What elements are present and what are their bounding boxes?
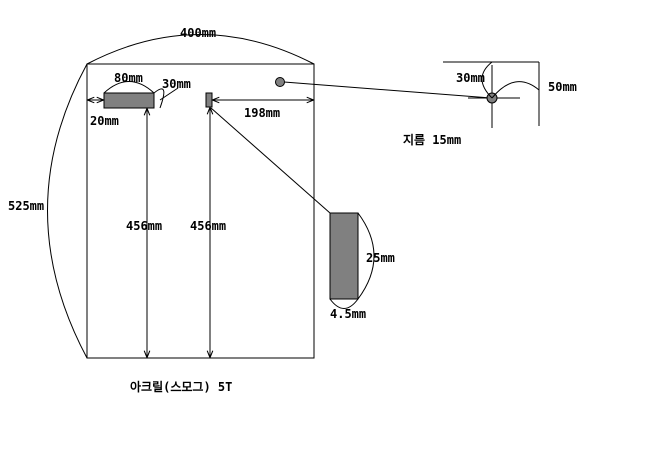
slot-height-label: 30mm	[162, 77, 191, 91]
detail-rect-width-arc	[329, 298, 359, 309]
hole-leader	[283, 81, 492, 99]
slot-cutout	[103, 92, 155, 109]
slot-vertical-label: 456mm	[126, 219, 162, 233]
detail-left-label: 30mm	[456, 71, 485, 85]
panel-outline	[86, 63, 315, 359]
detail-rect	[329, 212, 359, 300]
left-height-arc	[47, 63, 88, 359]
detail-rect-height-label: 25mm	[366, 251, 395, 265]
detail-right-label: 50mm	[548, 80, 577, 94]
slot-width-arc	[103, 81, 155, 94]
detail-rect-leader	[210, 107, 331, 214]
mark-vertical-label: 456mm	[190, 219, 226, 233]
slot-offset-label: 20mm	[90, 114, 119, 128]
hole-diameter-label: 지름 15mm	[403, 132, 461, 147]
left-height-label: 525mm	[8, 199, 44, 213]
detail-left-arc	[481, 61, 493, 99]
top-width-arc	[86, 34, 315, 65]
detail-right-arc	[491, 81, 540, 99]
material-label: 아크릴(스모그) 5T	[130, 379, 232, 394]
top-width-label: 400mm	[180, 26, 216, 40]
detail-rect-height-arc	[357, 212, 375, 300]
detail-rect-width-label: 4.5mm	[330, 307, 366, 321]
mark-offset-label: 198mm	[244, 106, 280, 120]
small-mark	[205, 92, 213, 108]
slot-height-leader	[159, 87, 179, 101]
hole	[275, 77, 285, 87]
slot-width-label: 80mm	[114, 71, 143, 85]
slot-height-arc	[153, 88, 165, 109]
